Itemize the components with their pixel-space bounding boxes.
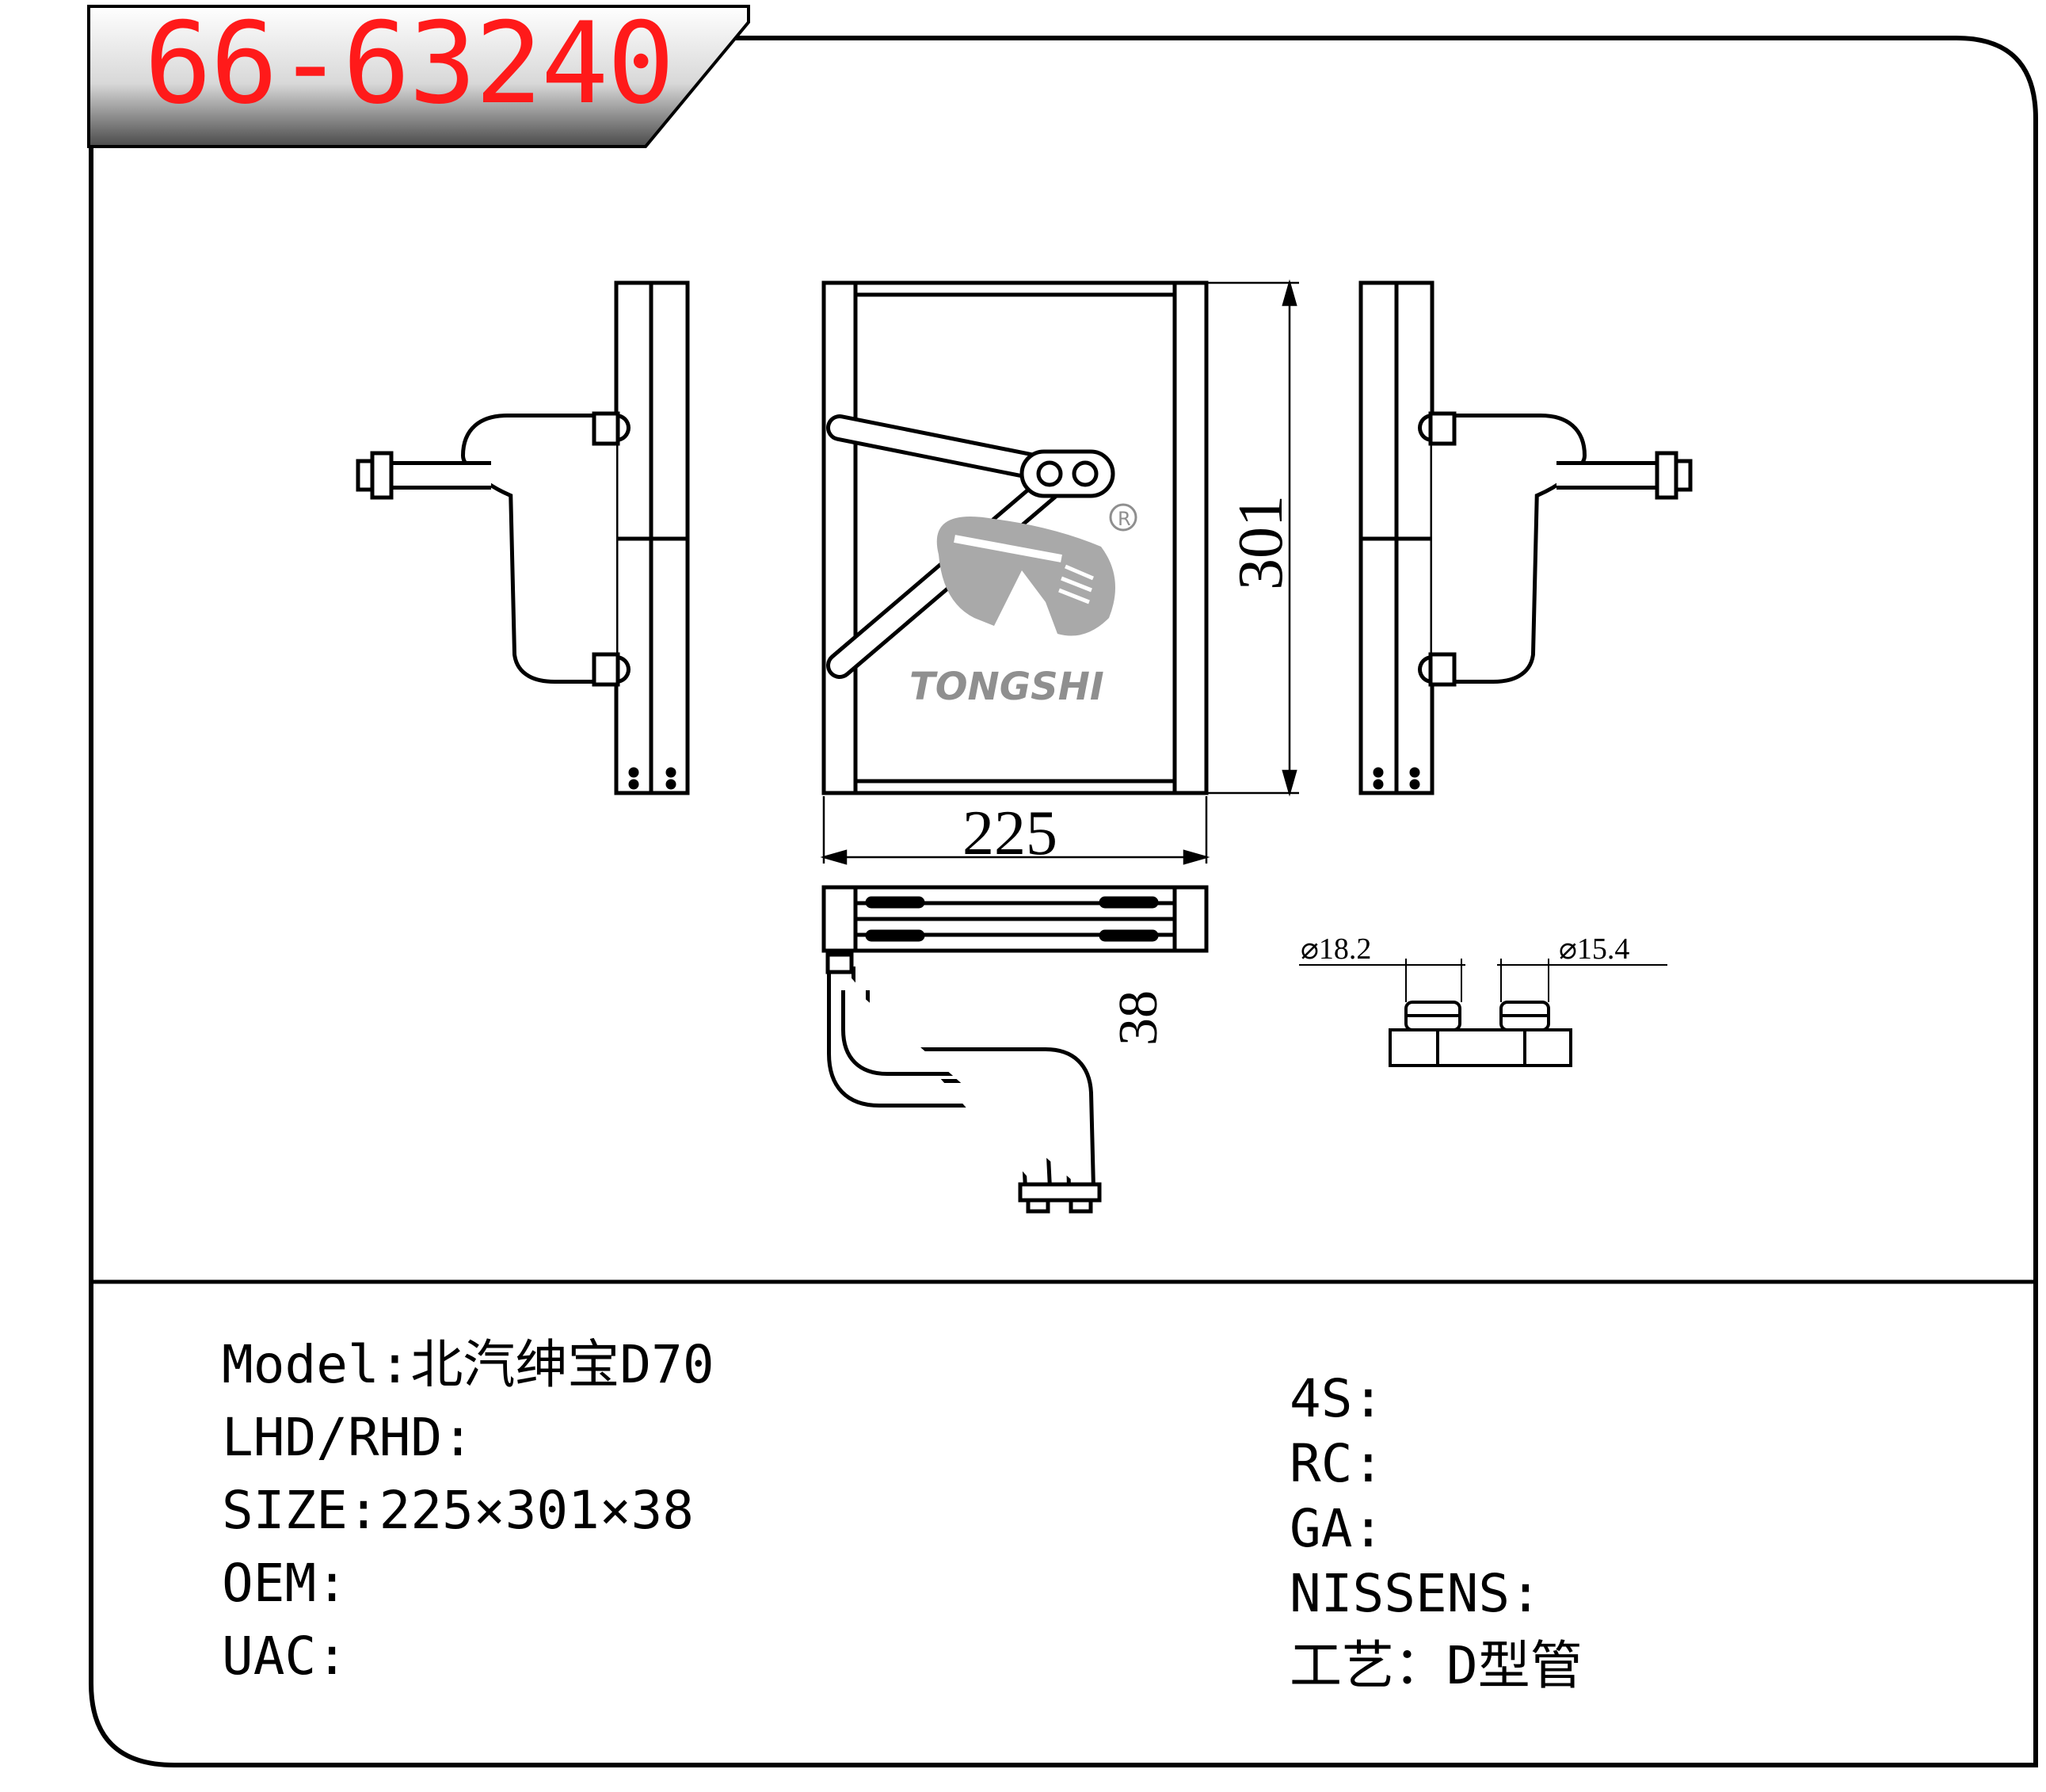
- registered-mark-icon: [1109, 503, 1137, 532]
- left-side-view: [356, 280, 690, 795]
- uac-line: UAC:: [222, 1626, 348, 1687]
- sheet-border: [89, 36, 2038, 1767]
- depth-dimension-label: 38: [1108, 990, 1169, 1046]
- header-banner: [87, 5, 750, 148]
- nissens-line: NISSENS:: [1290, 1563, 1541, 1624]
- model-line: Model:北汽绅宝D70: [222, 1334, 714, 1395]
- width-dimension-label: 225: [962, 799, 1057, 868]
- tongshi-logo: R TONGSHI: [909, 503, 1137, 709]
- size-line: SIZE:225×301×38: [222, 1480, 695, 1541]
- right-side-view: [1358, 280, 1693, 795]
- ga-line: GA:: [1290, 1498, 1385, 1559]
- process-line: 工艺：D型管: [1290, 1635, 1583, 1696]
- 4s-line: 4S:: [1290, 1368, 1385, 1429]
- part-number: 66-63240: [144, 0, 675, 129]
- rc-line: RC:: [1290, 1433, 1385, 1494]
- lhd-rhd-line: LHD/RHD:: [222, 1407, 474, 1468]
- height-dimension-label: 301: [1226, 495, 1296, 590]
- width-dimension: [820, 796, 1210, 865]
- oem-line: OEM:: [222, 1553, 348, 1614]
- top-view: [821, 885, 1209, 1214]
- outlet-diameter-label: ⌀15.4: [1559, 932, 1629, 966]
- depth-dimension: [1164, 886, 1208, 952]
- height-dimension: [1208, 279, 1299, 797]
- inlet-diameter-label: ⌀18.2: [1301, 932, 1371, 966]
- fitting-detail: [1389, 1001, 1572, 1067]
- registered-mark: R: [1118, 508, 1131, 530]
- brand-watermark: TONGSHI: [909, 665, 1104, 709]
- fitting-dimension-lines: [1299, 959, 1667, 1002]
